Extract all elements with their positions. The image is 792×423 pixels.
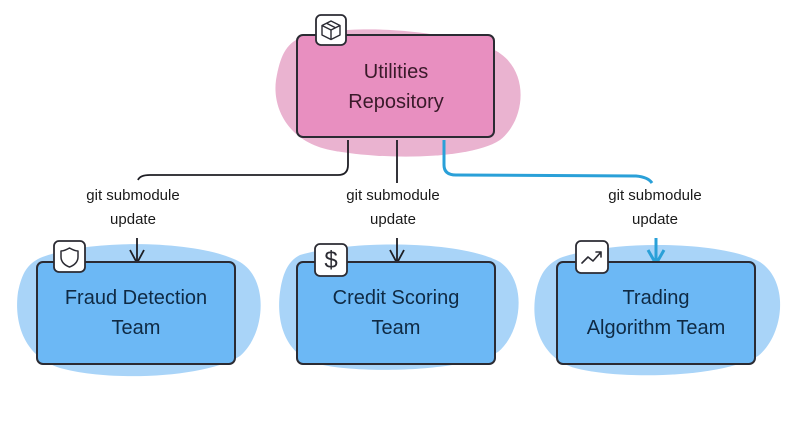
node-label-line1: Fraud Detection — [65, 287, 207, 309]
dollar-icon: $ — [314, 243, 348, 277]
node-label-line1: Credit Scoring — [333, 287, 460, 309]
edge-label-trading-line2: update — [632, 211, 678, 228]
node-fraud-detection-team[interactable]: Fraud Detection Team — [36, 240, 236, 365]
edge-label-fraud-line2: update — [110, 211, 156, 228]
node-label-line2: Team — [112, 317, 161, 339]
node-trading-algorithm-team[interactable]: Trading Algorithm Team — [556, 240, 756, 365]
edge-label-credit-line2: update — [370, 211, 416, 228]
node-label-line2: Algorithm Team — [587, 317, 726, 339]
edge-label-trading: git submodule — [608, 187, 701, 204]
node-credit-scoring-team[interactable]: Credit Scoring Team $ — [296, 243, 496, 365]
edge-label-fraud: git submodule — [86, 187, 179, 204]
node-label-line1: Trading — [622, 287, 689, 309]
shield-icon — [53, 240, 86, 273]
node-label-line2: Repository — [348, 91, 444, 113]
edge-label-credit: git submodule — [346, 187, 439, 204]
node-utilities-repository[interactable]: Utilities Repository — [296, 14, 495, 138]
node-label-line2: Team — [372, 317, 421, 339]
edge-utilities-trading — [442, 140, 654, 184]
package-box-icon — [315, 14, 347, 46]
node-label-line1: Utilities — [364, 61, 428, 83]
svg-text:$: $ — [324, 247, 337, 274]
trending-up-icon — [575, 240, 609, 274]
edge-utilities-fraud — [137, 140, 349, 181]
